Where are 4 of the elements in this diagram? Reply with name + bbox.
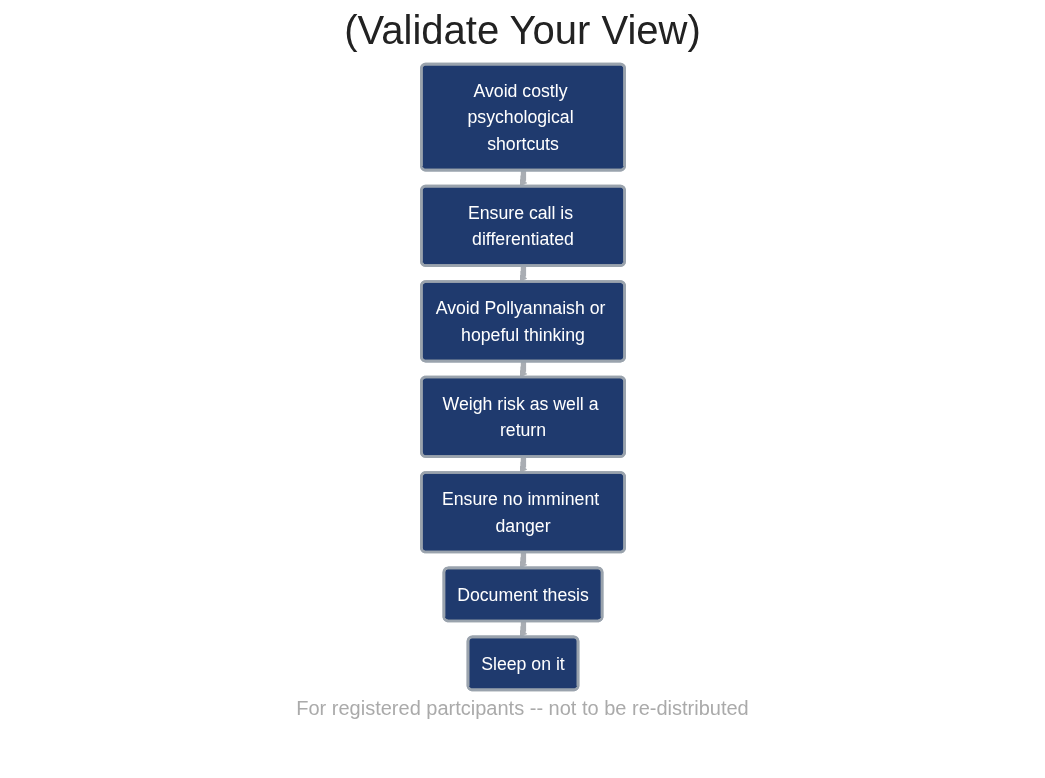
arrow (518, 170, 527, 187)
arrow (518, 361, 527, 378)
footer-note: For registered partcipants -- not to be re-distributed (295, 697, 750, 720)
diagram-title: (Validate Your View) (343, 8, 702, 53)
